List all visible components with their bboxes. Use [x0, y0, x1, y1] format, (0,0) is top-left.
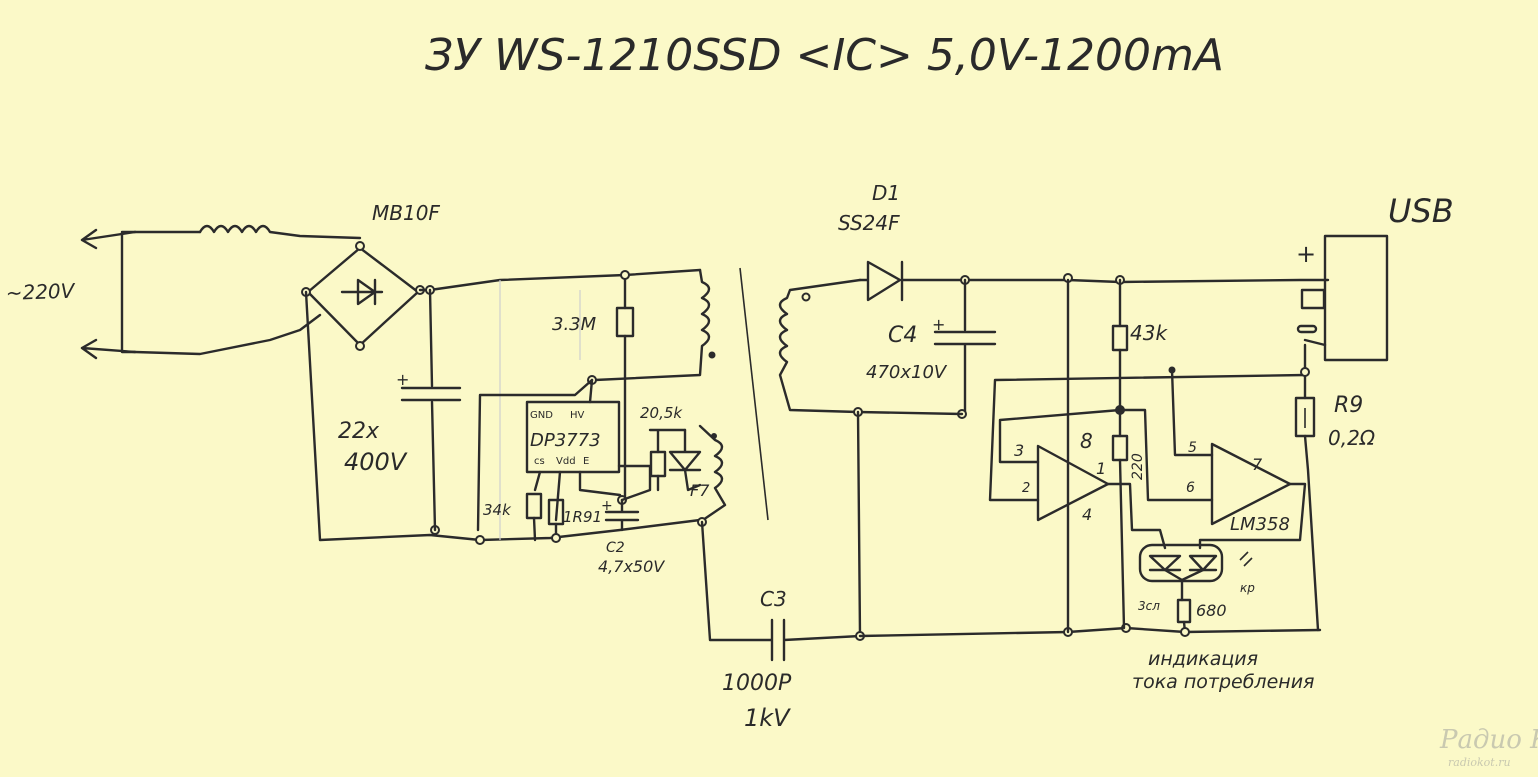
ic-pin-gnd: GND	[530, 410, 553, 421]
c3-capacitor: C3 1000P 1kV	[700, 520, 862, 732]
r9-value: 0,2Ω	[1328, 426, 1376, 450]
caption-line2: тока потребления	[1132, 671, 1314, 693]
svg-text:+: +	[1296, 240, 1316, 268]
svg-text:R9: R9	[1334, 393, 1363, 418]
svg-text:6: 6	[1186, 480, 1195, 496]
ic-pin-vdd: Vdd	[556, 456, 576, 467]
transformer-auxiliary	[697, 424, 727, 527]
bridge-rectifier: MB10F	[301, 201, 440, 351]
ic-pin-e: E	[583, 456, 589, 467]
svg-text:C3: C3	[760, 587, 787, 611]
led-red-label: кр	[1240, 581, 1255, 595]
opamp-b: 5 6 7 LM358	[1118, 366, 1307, 550]
r-3m3-resistor: 3.3M	[552, 270, 635, 505]
svg-text:2: 2	[1022, 481, 1030, 496]
watermark-url: radiokot.ru	[1448, 756, 1511, 769]
r9-shunt: R9 0,2Ω	[1294, 343, 1376, 632]
svg-text:43k: 43k	[1130, 321, 1168, 345]
diode-f7: F7	[668, 428, 710, 500]
c1-value: 22x	[338, 419, 380, 444]
svg-text:1R91: 1R91	[563, 508, 602, 526]
svg-text:7: 7	[1252, 455, 1263, 474]
opamp-a: 3 2 8 1 4	[988, 373, 1307, 550]
svg-text:D1: D1	[872, 181, 900, 205]
opamp-part: LM358	[1230, 514, 1290, 535]
svg-text:34k: 34k	[483, 501, 512, 519]
r-34k-resistor: 34k	[483, 492, 543, 542]
svg-text:5: 5	[1188, 440, 1197, 456]
svg-text:+: +	[396, 370, 409, 389]
schematic-title: ЗУ WS-1210SSD <IC> 5,0V-1200mA	[425, 30, 1224, 81]
svg-text:F7: F7	[690, 481, 710, 500]
mains-label: ~220V	[5, 279, 76, 305]
svg-text:4: 4	[1082, 505, 1092, 524]
svg-text:680: 680	[1196, 601, 1227, 620]
transformer-primary	[587, 268, 716, 385]
usb-connector: USB +	[1296, 192, 1454, 362]
ic-dp3773: GND HV DP3773 cs Vdd E	[476, 378, 652, 532]
ic-pin-hv: HV	[570, 410, 585, 421]
c4-value: 470x10V	[866, 362, 948, 383]
svg-text:8: 8	[1080, 429, 1093, 453]
svg-text:C4: C4	[888, 323, 917, 348]
watermark-logo: Радио КОТ	[1439, 725, 1538, 755]
r-1r91-resistor: 1R91	[547, 498, 602, 543]
c1-voltage: 400V	[344, 448, 408, 476]
svg-text:+: +	[601, 498, 613, 514]
led-green-label: 3сл	[1138, 599, 1160, 613]
c4-capacitor: + C4 470x10V	[866, 278, 997, 419]
c3-voltage: 1kV	[744, 704, 791, 732]
r-220-resistor: 220	[1111, 408, 1146, 630]
svg-text:220: 220	[1130, 453, 1146, 480]
c2-value: 4,7x50V	[598, 557, 665, 576]
ic-name: DP3773	[530, 430, 601, 451]
usb-label: USB	[1388, 192, 1454, 230]
r-20k5-resistor: 20,5k	[640, 404, 687, 492]
svg-text:+: +	[932, 315, 945, 334]
d1-part: SS24F	[838, 211, 900, 235]
ic-pin-cs: cs	[534, 456, 545, 467]
led-pair: кр 3сл	[1138, 543, 1255, 613]
svg-text:3: 3	[1014, 441, 1024, 460]
caption-line1: индикация	[1148, 648, 1258, 670]
svg-text:1: 1	[1096, 459, 1106, 478]
c3-value: 1000P	[722, 671, 792, 696]
r-3m3-label: 3.3M	[552, 314, 597, 335]
bridge-label: MB10F	[372, 201, 440, 225]
r-680-resistor: 680	[1176, 598, 1227, 637]
c1-capacitor: + 22x 400V	[338, 288, 462, 532]
c2-capacitor: + C2 4,7x50V	[598, 498, 665, 576]
transformer-secondary	[778, 278, 862, 414]
svg-text:20,5k: 20,5k	[640, 404, 683, 422]
diode-d1: D1 SS24F	[838, 181, 967, 302]
svg-text:C2: C2	[606, 540, 625, 556]
r-43k-resistor: 43k	[1111, 278, 1168, 415]
